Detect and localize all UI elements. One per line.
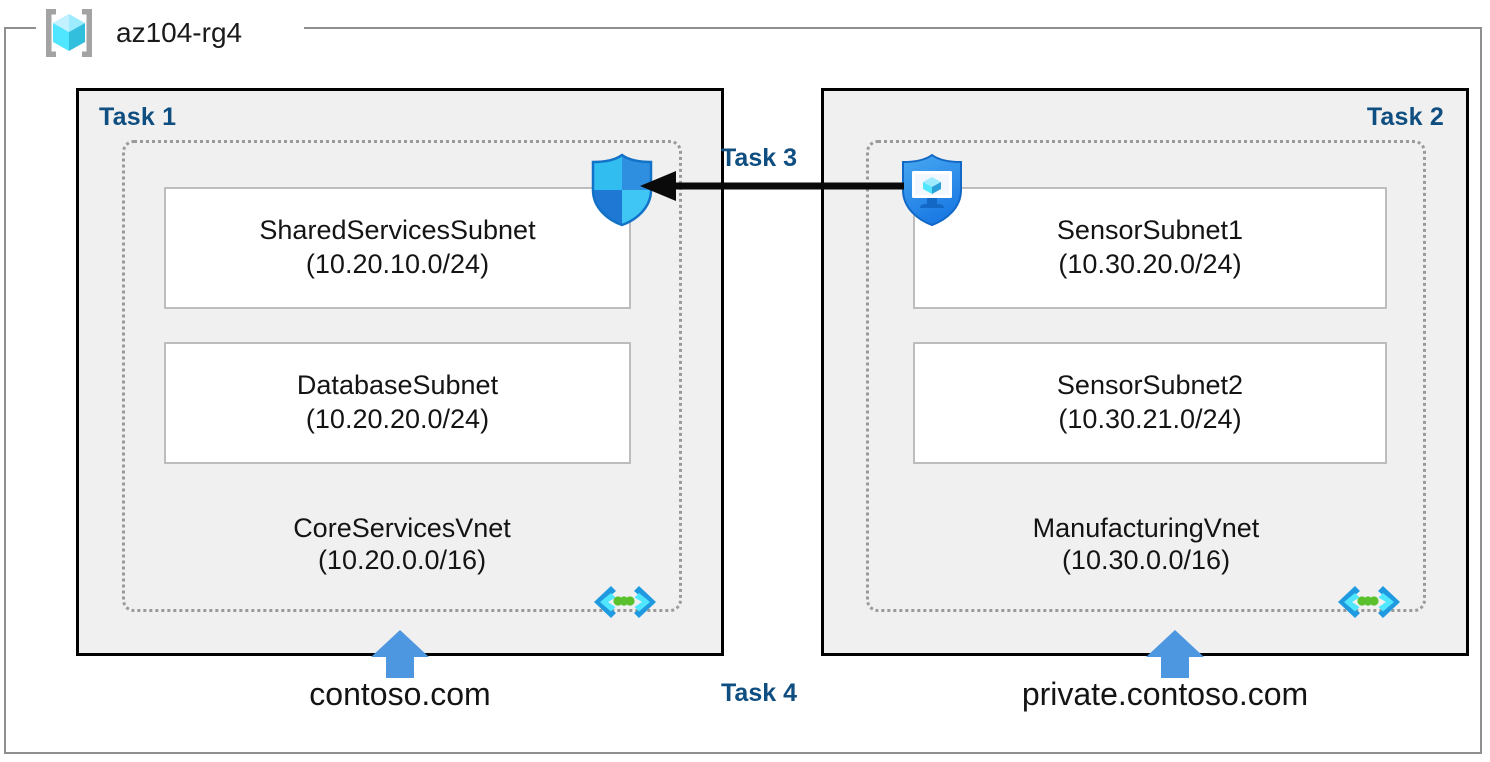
- network-security-group-shield-icon: [586, 152, 658, 228]
- task-1-label: Task 1: [99, 103, 177, 131]
- vnet-icon: [592, 583, 658, 621]
- dns-domain-label: private.contoso.com: [1021, 676, 1309, 712]
- resource-group-frame: [4, 27, 1482, 754]
- subnet-name: SensorSubnet1: [1056, 215, 1244, 246]
- subnet-database: DatabaseSubnet (10.20.20.0/24): [164, 342, 631, 464]
- dns-link-up-arrow-icon: [1146, 630, 1204, 678]
- subnet-name: SensorSubnet2: [1056, 370, 1244, 401]
- vnet-cidr: (10.20.0.0/16): [317, 544, 487, 575]
- subnet-sensor-1: SensorSubnet1 (10.30.20.0/24): [913, 187, 1387, 309]
- vnet-manufacturing-caption: ManufacturingVnet (10.30.0.0/16): [866, 513, 1426, 577]
- resource-group-name: az104-rg4: [110, 19, 249, 47]
- subnet-cidr: (10.30.20.0/24): [1058, 249, 1242, 279]
- peering-arrow-icon: [640, 168, 904, 204]
- subnet-cidr: (10.20.20.0/24): [305, 404, 490, 434]
- subnet-shared-services: SharedServicesSubnet (10.20.10.0/24): [164, 187, 631, 309]
- dns-domain-label: contoso.com: [309, 676, 491, 712]
- resource-group-header: az104-rg4: [40, 6, 249, 60]
- vnet-core-services-caption: CoreServicesVnet (10.20.0.0/16): [122, 513, 682, 577]
- vnet-cidr: (10.30.0.0/16): [1061, 544, 1231, 575]
- vnet-name: CoreServicesVnet: [293, 513, 511, 543]
- dns-link-up-arrow-icon: [371, 630, 429, 678]
- task-4-label: Task 4: [721, 679, 797, 707]
- subnet-cidr: (10.30.21.0/24): [1058, 404, 1242, 434]
- task-2-label: Task 2: [1366, 103, 1444, 131]
- vnet-core-services-container: [122, 140, 682, 612]
- resource-group-cube-icon: [40, 6, 98, 60]
- subnet-name: DatabaseSubnet: [296, 370, 499, 401]
- vnet-icon: [1336, 583, 1402, 621]
- task-3-label: Task 3: [721, 144, 797, 172]
- vnet-name: ManufacturingVnet: [1032, 513, 1260, 543]
- subnet-sensor-2: SensorSubnet2 (10.30.21.0/24): [913, 342, 1387, 464]
- vnet-manufacturing-container: [866, 140, 1426, 612]
- subnet-cidr: (10.20.10.0/24): [305, 249, 490, 279]
- subnet-name: SharedServicesSubnet: [259, 215, 536, 246]
- bastion-shield-vm-icon: [896, 152, 968, 228]
